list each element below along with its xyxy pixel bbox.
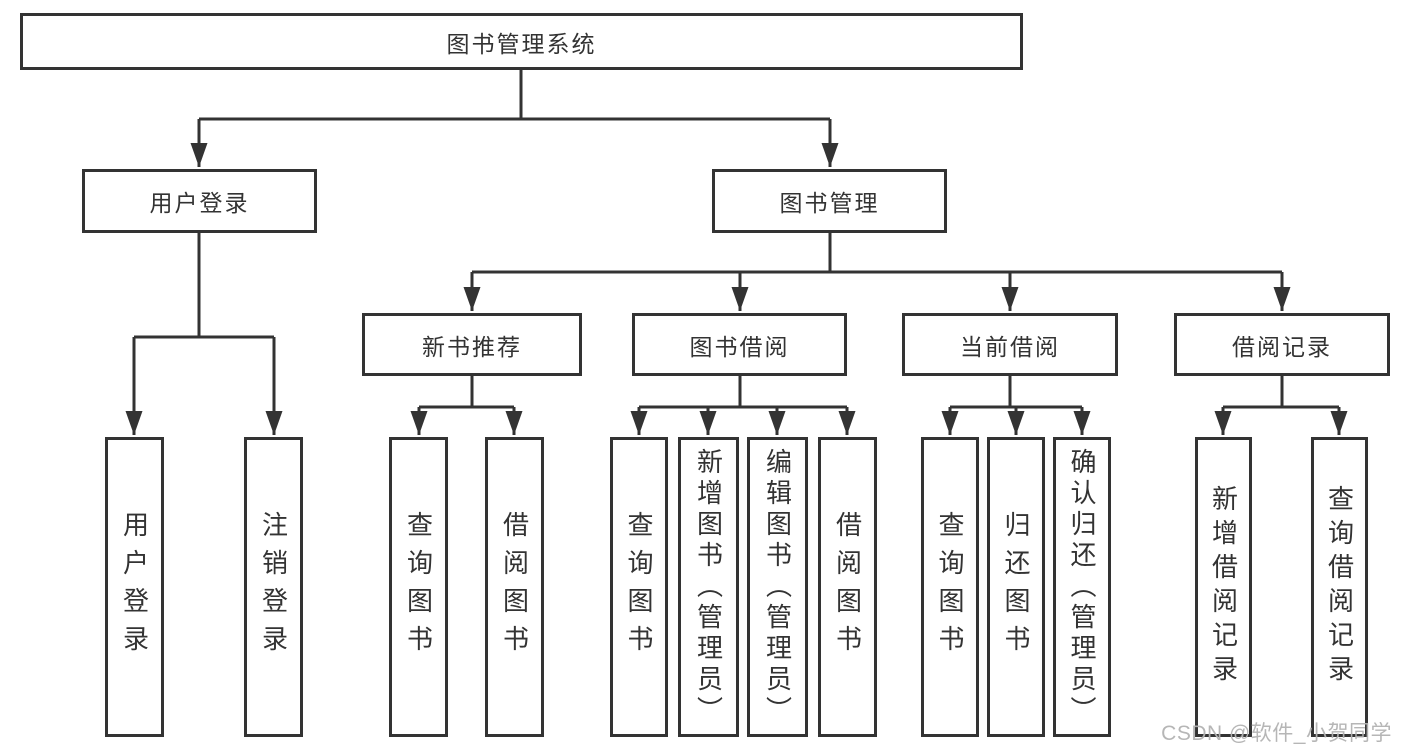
leaf-confirm-return-admin: 确认归还（管理员）: [1053, 437, 1111, 737]
leaf-logout-label: 注销登录: [258, 511, 289, 663]
leaf-query-books-borrow: 查询图书: [610, 437, 668, 737]
node-current-borrow-label: 当前借阅: [960, 333, 1060, 360]
node-user-login-label: 用户登录: [149, 190, 250, 216]
connector-root-to-level2: [190, 70, 839, 167]
node-book-management: 图书管理: [712, 169, 947, 233]
node-book-management-label: 图书管理: [779, 190, 880, 216]
node-current-borrow: 当前借阅: [902, 313, 1118, 376]
leaf-query-books-current: 查询图书: [921, 437, 979, 737]
leaf-return-books-label: 归还图书: [1001, 511, 1031, 663]
leaf-edit-book-admin-label: 编辑图书（管理员）: [762, 447, 793, 727]
leaf-confirm-return-admin-label: 确认归还（管理员）: [1067, 447, 1097, 727]
leaf-edit-book-admin: 编辑图书（管理员）: [747, 437, 808, 737]
leaf-borrow-books-recommend-label: 借阅图书: [499, 511, 530, 663]
connector-current-borrow-children: [941, 376, 1091, 435]
connector-book-borrow-children: [630, 376, 856, 435]
leaf-logout: 注销登录: [244, 437, 303, 737]
leaf-borrow-books-label: 借阅图书: [832, 511, 863, 663]
leaf-return-books: 归还图书: [987, 437, 1045, 737]
leaf-query-books-recommend: 查询图书: [389, 437, 448, 737]
leaf-query-borrow-record: 查询借阅记录: [1311, 437, 1368, 737]
leaf-add-borrow-record-label: 新增借阅记录: [1208, 485, 1239, 689]
node-borrow-records-label: 借阅记录: [1232, 333, 1332, 360]
leaf-borrow-books: 借阅图书: [818, 437, 877, 737]
leaf-query-borrow-record-label: 查询借阅记录: [1324, 485, 1355, 689]
connector-new-book-children: [410, 376, 523, 435]
leaf-borrow-books-recommend: 借阅图书: [485, 437, 544, 737]
leaf-add-book-admin-label: 新增图书（管理员）: [693, 447, 724, 727]
leaf-add-book-admin: 新增图书（管理员）: [678, 437, 739, 737]
connector-book-management-children: [463, 233, 1291, 311]
connector-user-login-children: [125, 233, 283, 435]
leaf-user-login: 用户登录: [105, 437, 164, 737]
node-new-book-recommend: 新书推荐: [362, 313, 582, 376]
leaf-query-books-recommend-label: 查询图书: [403, 511, 434, 663]
leaf-user-login-label: 用户登录: [119, 511, 150, 663]
node-root-system-label: 图书管理系统: [446, 30, 597, 57]
node-user-login: 用户登录: [82, 169, 317, 233]
node-new-book-recommend-label: 新书推荐: [422, 333, 522, 360]
connector-borrow-records-children: [1214, 376, 1348, 435]
leaf-add-borrow-record: 新增借阅记录: [1195, 437, 1252, 737]
node-root-system: 图书管理系统: [20, 13, 1023, 70]
leaf-query-books-borrow-label: 查询图书: [624, 511, 654, 663]
csdn-watermark: CSDN @软件_小贺同学: [1161, 722, 1392, 745]
node-book-borrow: 图书借阅: [632, 313, 847, 376]
leaf-query-books-current-label: 查询图书: [935, 511, 965, 663]
node-borrow-records: 借阅记录: [1174, 313, 1390, 376]
node-book-borrow-label: 图书借阅: [689, 333, 790, 360]
